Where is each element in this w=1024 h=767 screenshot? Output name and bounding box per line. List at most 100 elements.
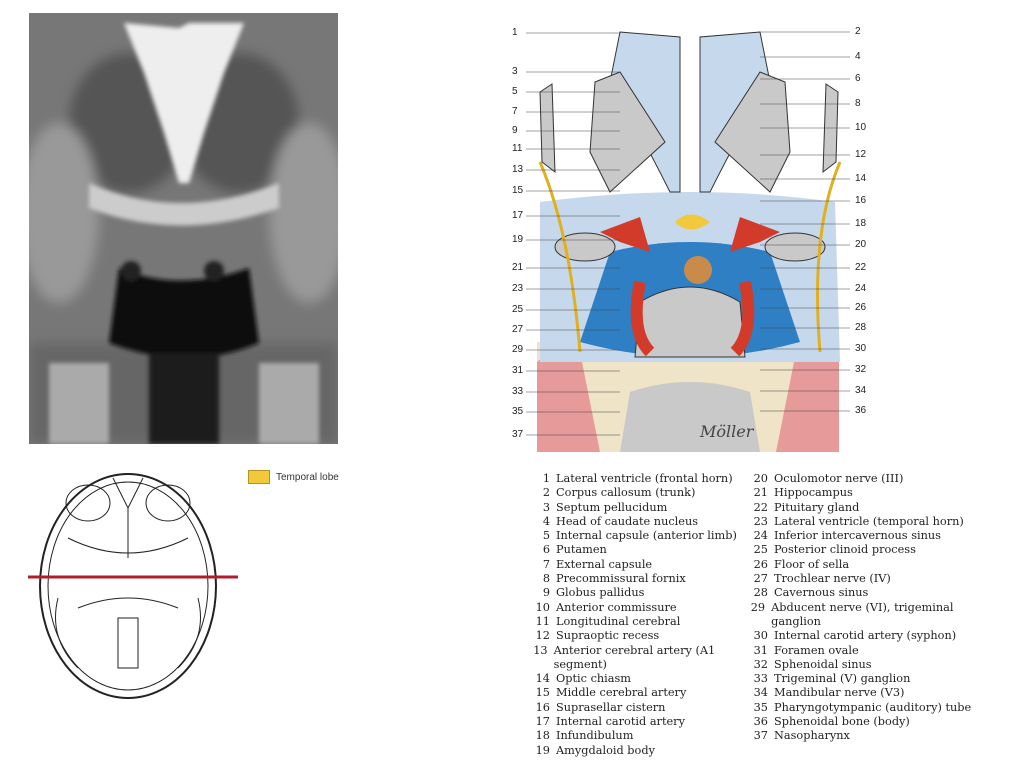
legend-item: 29 Abducent nerve (VI), trigeminal gangli… [746,601,976,630]
diagram-label-number: 7 [512,106,518,117]
legend-item-label: Mandibular nerve (V3) [774,686,905,700]
legend-item-number: 7 [542,557,550,571]
legend-item-label: Internal capsule (anterior limb) [556,529,737,543]
legend-item-label: Amygdaloid body [556,743,655,757]
diagram-label-number: 16 [855,195,867,206]
legend-item-label: Infundibulum [556,729,634,743]
diagram-label-number: 22 [855,262,867,273]
legend-item-label: Lateral ventricle (temporal horn) [774,514,964,528]
diagram-label-number: 6 [855,73,861,84]
diagram-label-number: 12 [855,149,867,160]
legend-item-number: 35 [753,700,768,714]
diagram-label-number: 18 [855,218,867,229]
legend-item-label: Precommissural fornix [556,572,686,586]
diagram-label-number: 15 [512,185,524,196]
legend-item-number: 30 [753,629,768,643]
legend-item-number: 6 [542,543,550,557]
legend-item-label: Putamen [556,543,607,557]
diagram-label-number: 33 [512,386,524,397]
legend-item-number: 17 [535,715,550,729]
diagram-label-number: 4 [855,51,861,62]
legend-item-label: Pharyngotympanic (auditory) tube [774,700,972,714]
legend-item-number: 28 [753,586,768,600]
legend-item-number: 25 [753,543,768,557]
legend-item-label: Nasopharynx [774,729,850,743]
legend-item-number: 22 [753,500,768,514]
legend-item-number: 31 [753,643,768,657]
legend-item-label: Abducent nerve (VI), trigeminal ganglion [771,600,954,628]
diagram-label-number: 26 [855,302,867,313]
legend-item: 9 Globus pallidus [528,586,748,600]
legend-item-number: 33 [753,672,768,686]
legend-item-label: Internal carotid artery [556,715,685,729]
legend-item-number: 24 [753,529,768,543]
diagram-label-number: 19 [512,234,524,245]
legend-item-number: 13 [533,643,548,657]
legend-item-number: 27 [753,572,768,586]
diagram-label-number: 20 [855,239,867,250]
legend-item-number: 29 [750,600,766,614]
legend-item-label: Globus pallidus [556,586,645,600]
diagram-label-number: 37 [512,429,524,440]
diagram-label-number: 13 [512,164,524,175]
diagram-label-number: 34 [855,385,867,396]
legend-item-label: Hippocampus [774,486,853,500]
legend-item-number: 2 [542,486,550,500]
legend-item-number: 32 [753,657,768,671]
legend-item: 7 External capsule [528,558,748,572]
legend-item-number: 12 [535,629,550,643]
diagram-label-number: 35 [512,406,524,417]
diagram-label-number: 23 [512,283,524,294]
legend-item: 28 Cavernous sinus [746,586,976,600]
legend-item-label: Lateral ventricle (frontal horn) [556,472,733,485]
diagram-label-number: 28 [855,322,867,333]
diagram-label-number: 27 [512,324,524,335]
legend-item-label: Oculomotor nerve (III) [774,472,904,485]
legend-item: 36 Sphenoidal bone (body) [746,715,976,729]
legend-item-number: 15 [535,686,550,700]
legend-item-label: Sphenoidal sinus [774,657,872,671]
diagram-label-number: 14 [855,173,867,184]
diagram-label-number: 36 [855,405,867,416]
legend-item: 6 Putamen [528,543,748,557]
diagram-label-number: 29 [512,344,524,355]
diagram-label-number: 30 [855,343,867,354]
legend-item-number: 36 [753,715,768,729]
coronal-mri-image [29,13,338,444]
legend-item-label: Pituitary gland [774,500,860,514]
legend-item-number: 9 [542,586,550,600]
diagram-label-number: 24 [855,283,867,294]
diagram-label-number: 2 [855,26,861,37]
legend-item-label: Cavernous sinus [774,586,869,600]
axial-brain-sketch [28,473,238,699]
legend-item-label: External capsule [556,557,653,571]
legend-item-label: Sphenoidal bone (body) [774,715,910,729]
diagram-label-number: 25 [512,304,524,315]
legend-item-number: 4 [542,514,550,528]
diagram-illustration: Möller [526,31,850,452]
diagram-label-number: 3 [512,66,518,77]
legend-item-number: 20 [753,472,768,485]
legend-item-label: Optic chiasm [556,672,632,686]
diagram-label-number: 9 [512,125,518,136]
legend-item-label: Anterior commissure [556,600,677,614]
